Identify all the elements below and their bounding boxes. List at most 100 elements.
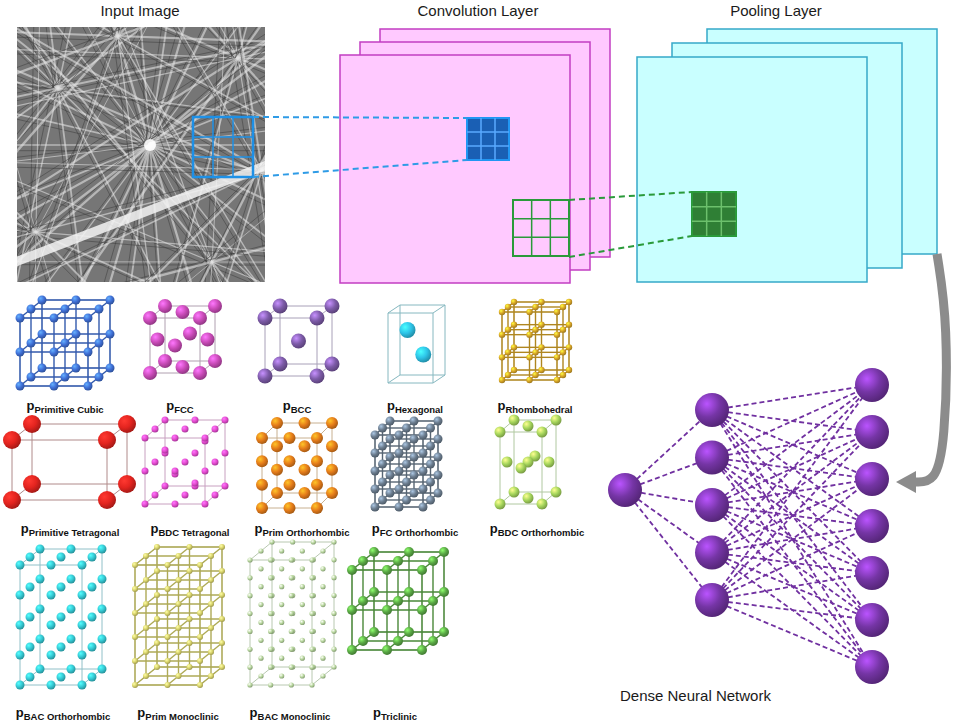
atom <box>273 357 288 372</box>
flow-arrow <box>915 254 946 482</box>
cell-edge <box>502 312 503 380</box>
atom <box>26 583 35 592</box>
atom <box>331 629 336 634</box>
atom-bond <box>502 379 530 380</box>
atom <box>16 621 25 630</box>
atom <box>331 664 336 669</box>
atom <box>143 673 149 679</box>
network-neuron <box>695 583 729 617</box>
atom <box>284 432 296 444</box>
atom <box>404 587 414 597</box>
atom <box>566 367 572 373</box>
atom <box>419 503 428 512</box>
cell-edge <box>272 667 334 668</box>
atom <box>331 539 336 544</box>
feature-map <box>340 55 570 283</box>
atom-bond <box>530 357 558 358</box>
atom-bond <box>54 351 88 352</box>
atom <box>417 645 427 655</box>
atom <box>95 305 104 314</box>
atom <box>208 601 214 607</box>
network-title: Dense Neural Network <box>620 687 771 705</box>
kikuchi-band-edge <box>133 27 265 282</box>
atom <box>219 664 225 670</box>
atom-bond <box>508 306 536 307</box>
atom-bond <box>541 325 542 348</box>
cell-edge <box>165 306 166 361</box>
network-link <box>712 385 872 600</box>
network-neuron <box>695 536 729 570</box>
kikuchi-band-edge <box>23 27 37 282</box>
atom <box>505 372 511 378</box>
atom <box>347 645 357 655</box>
atom <box>331 557 336 562</box>
atom <box>16 651 25 660</box>
kikuchi-band-edge <box>17 27 265 282</box>
atom <box>300 548 305 553</box>
atom-bond <box>513 347 514 370</box>
atom <box>208 649 214 655</box>
probability-symbol: p <box>283 398 291 413</box>
atom-bond <box>167 613 168 637</box>
atom <box>320 656 325 661</box>
atom <box>162 417 169 424</box>
atom <box>309 557 314 562</box>
atom <box>84 348 93 357</box>
atom <box>268 665 273 670</box>
atom <box>271 440 283 452</box>
network-link <box>712 410 872 667</box>
atom <box>499 309 505 315</box>
atom <box>219 592 225 598</box>
atom <box>426 496 435 505</box>
atom-bond <box>135 684 168 685</box>
atom <box>395 449 404 458</box>
atom <box>289 665 294 670</box>
atom <box>434 435 443 444</box>
lattice-name: BDC Tetragonal <box>158 527 229 538</box>
network-link <box>712 553 872 668</box>
atom-bond <box>352 649 387 650</box>
atom-bond <box>398 640 433 641</box>
atom-bond <box>157 546 190 547</box>
atom <box>419 467 428 476</box>
atom-bond <box>41 300 42 334</box>
atom <box>143 577 149 583</box>
atom-bond <box>179 579 212 580</box>
pooling-layer: Pooling Layer <box>634 0 937 284</box>
atom <box>290 539 295 544</box>
atom <box>320 584 325 589</box>
atom <box>378 496 387 505</box>
atom <box>279 620 284 625</box>
atom-bond <box>178 556 179 580</box>
atom <box>106 364 115 373</box>
probability-symbol: p <box>373 705 381 720</box>
atom-bond <box>374 591 409 592</box>
atom <box>410 435 419 444</box>
atom <box>509 487 520 498</box>
kikuchi-band-edge <box>17 27 265 282</box>
atom <box>371 485 380 494</box>
lattice-label: pFC Orthorhombic <box>372 520 459 540</box>
network-neuron <box>855 509 889 543</box>
atom <box>219 640 225 646</box>
atom <box>326 440 338 452</box>
atom <box>499 354 505 360</box>
atom <box>36 635 45 644</box>
atom <box>38 364 47 373</box>
atom-bond <box>210 556 211 580</box>
atom <box>222 483 229 490</box>
atom <box>247 629 252 634</box>
network-link <box>712 505 872 667</box>
atom <box>154 544 160 550</box>
atom <box>3 491 21 509</box>
atom-bond <box>536 352 564 353</box>
atom <box>560 326 566 332</box>
atom <box>143 311 157 325</box>
atom <box>566 299 572 305</box>
crystal-lattice <box>256 417 338 514</box>
panel-title: Pooling Layer <box>730 2 822 20</box>
atom <box>132 658 138 664</box>
probability-symbol: p <box>250 705 258 720</box>
cell-edge <box>312 667 334 685</box>
atom <box>526 377 532 383</box>
